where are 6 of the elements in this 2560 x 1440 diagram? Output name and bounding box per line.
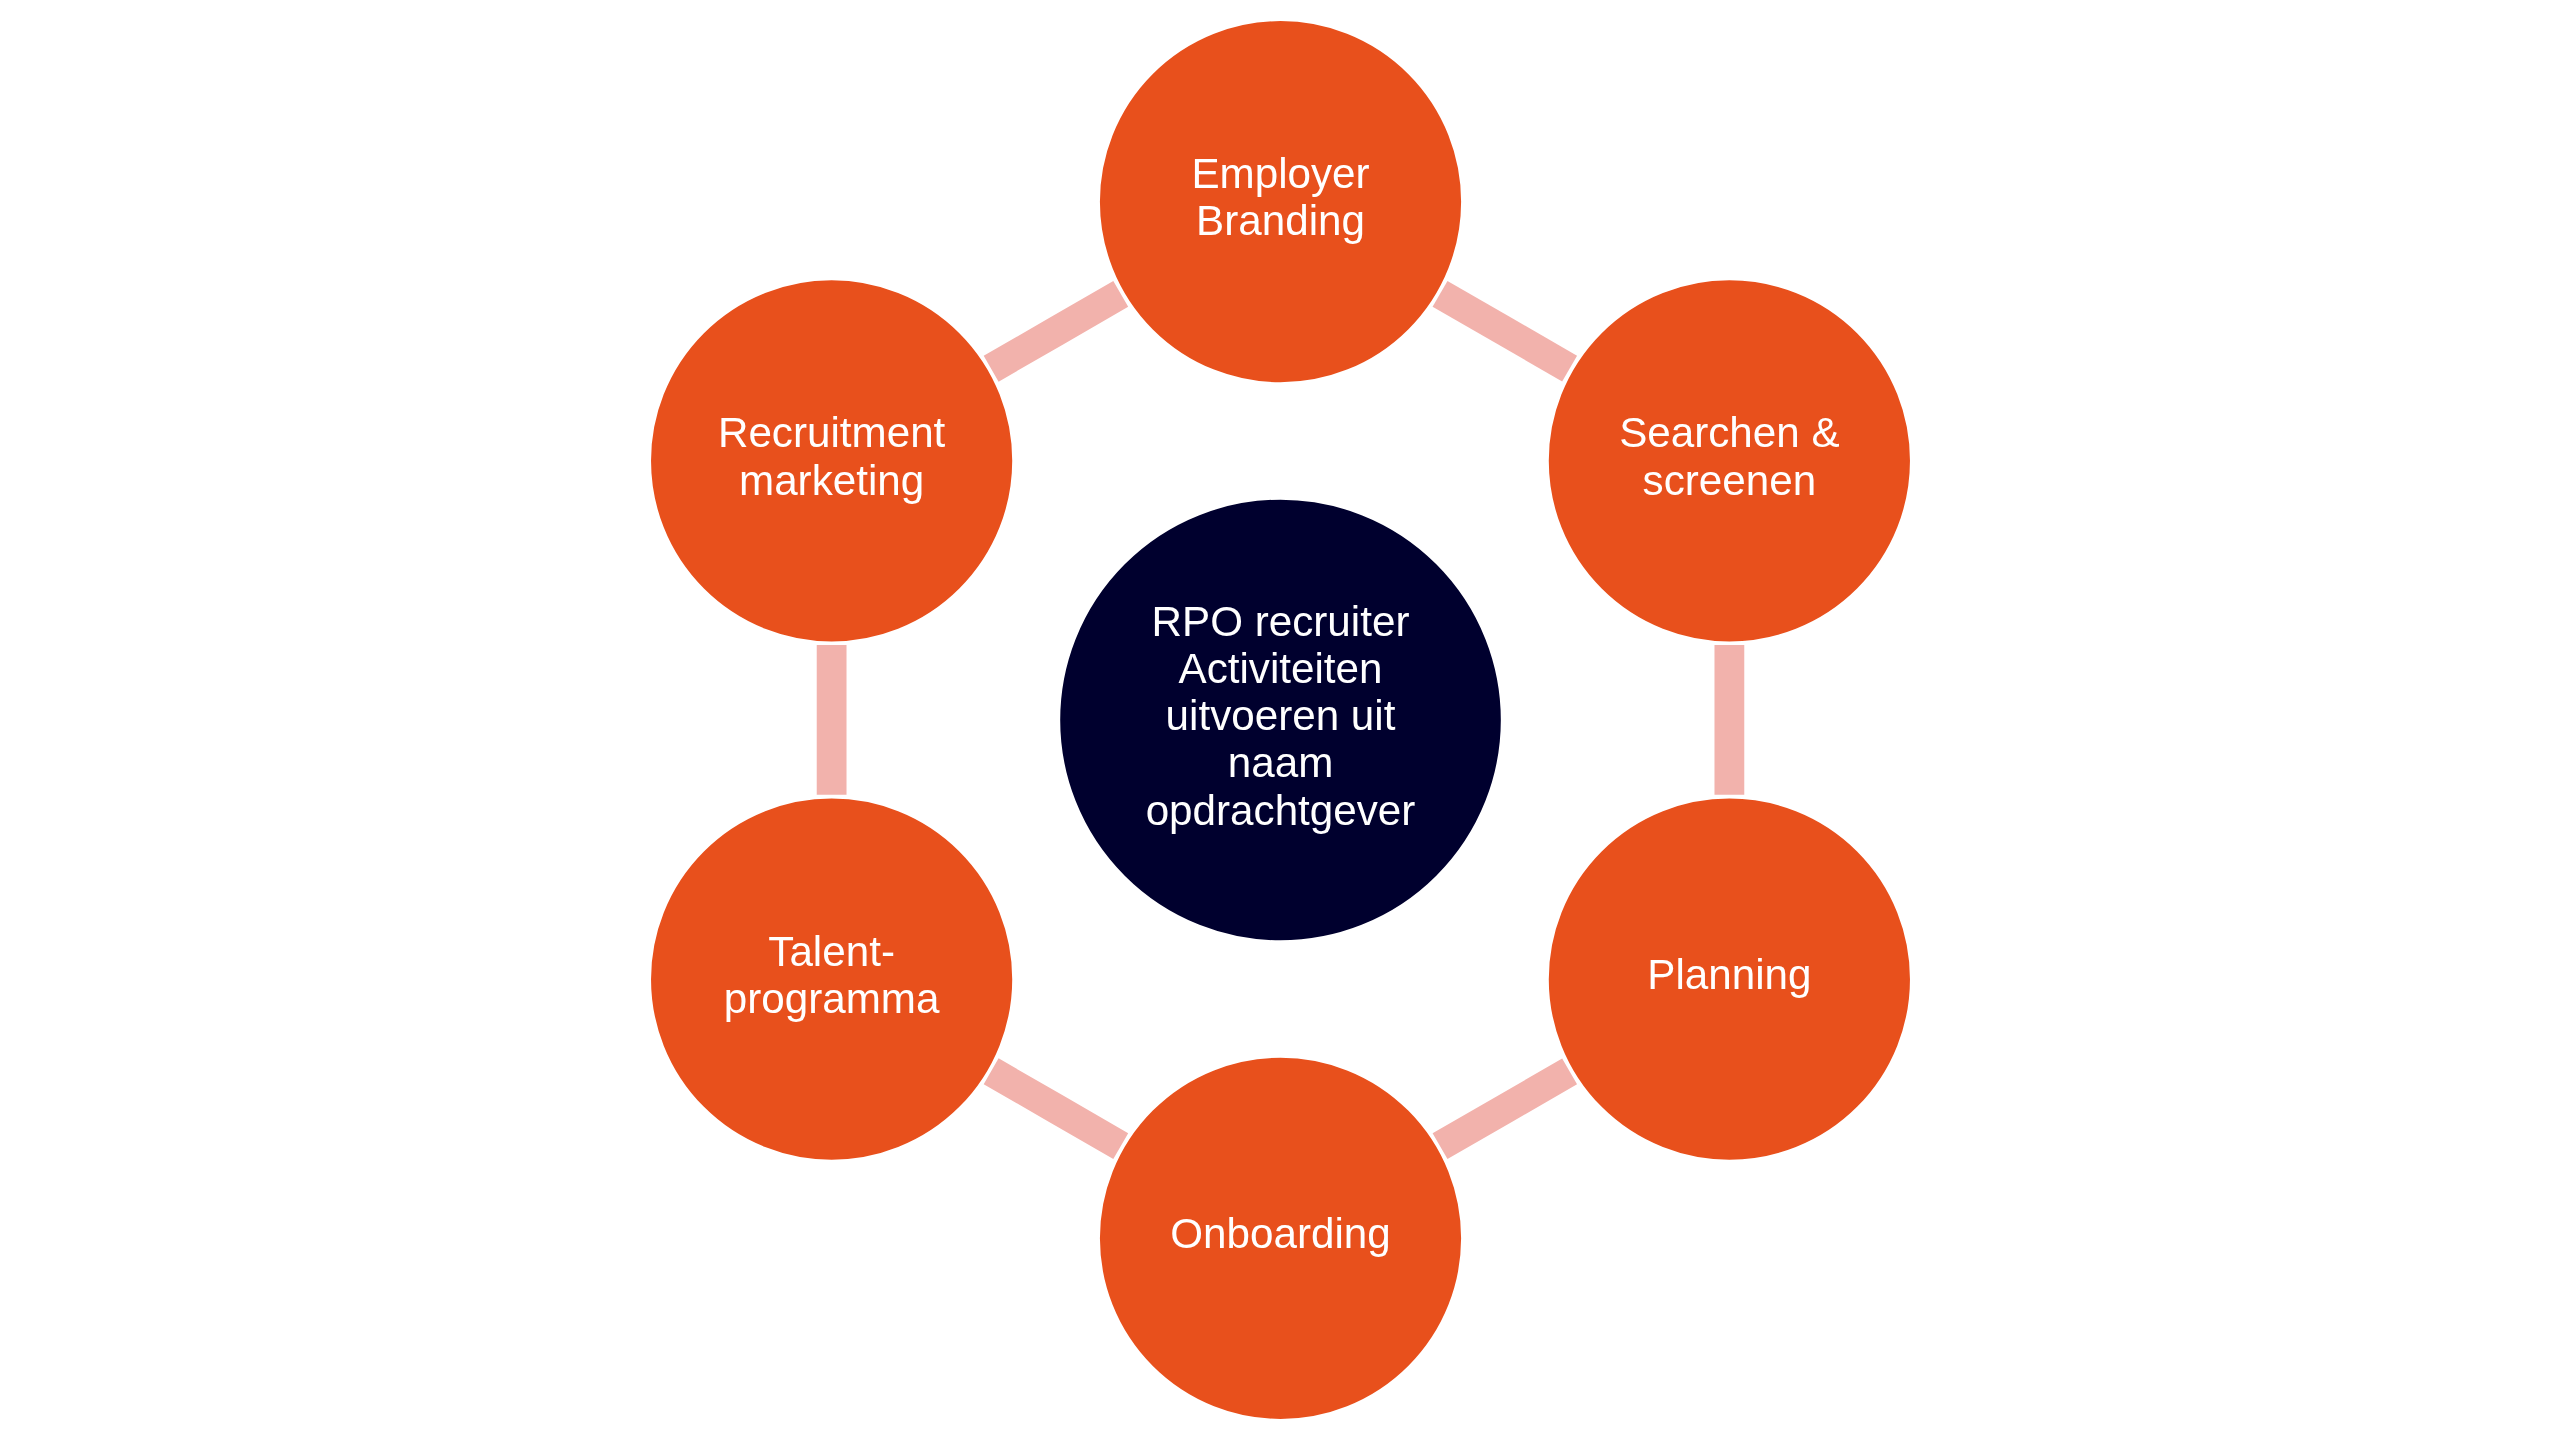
connector: [1713, 645, 1744, 795]
connector: [1432, 280, 1577, 382]
connector: [1432, 1058, 1577, 1160]
connector: [816, 645, 847, 795]
connector: [983, 281, 1128, 382]
connector: [983, 1058, 1128, 1159]
